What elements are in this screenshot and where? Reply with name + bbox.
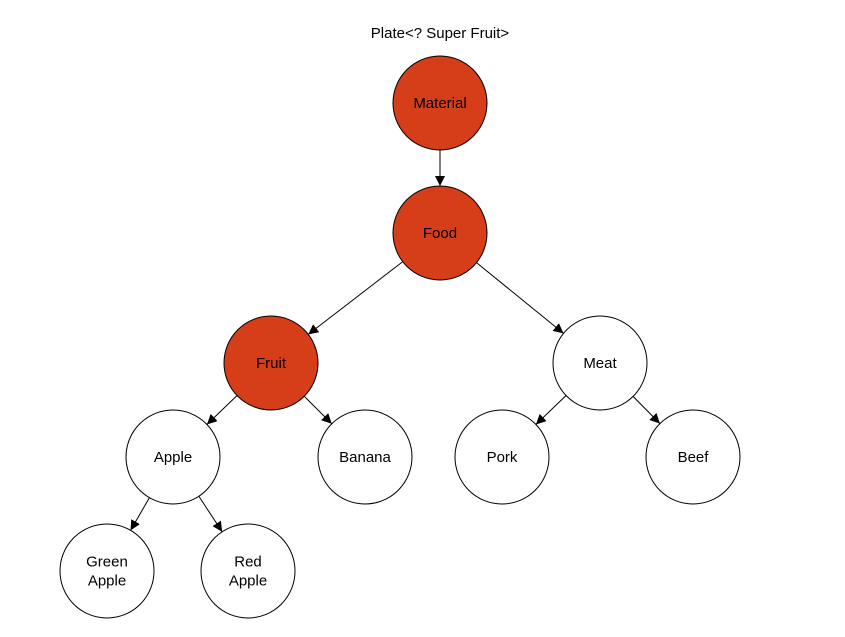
node-material: Material	[392, 55, 488, 151]
node-label-line: Fruit	[256, 355, 287, 372]
diagram-title: Plate<? Super Fruit>	[371, 25, 510, 42]
node-label-banana: Banana	[339, 449, 391, 466]
edge-food-to-fruit	[307, 261, 404, 335]
node-label-material: Material	[413, 95, 466, 112]
node-circle-red-apple	[200, 523, 296, 619]
node-circle-material	[392, 55, 488, 151]
node-label-line: Pork	[487, 449, 518, 466]
node-label-line: Banana	[339, 449, 391, 466]
node-label-line: Apple	[88, 573, 126, 590]
node-label-apple: Apple	[154, 449, 192, 466]
edge-apple-to-red-apple	[198, 495, 223, 533]
edge-meat-to-pork	[535, 395, 567, 425]
edge-apple-to-green-apple	[130, 497, 150, 531]
node-label-line: Apple	[229, 573, 267, 590]
node-label-beef: Beef	[678, 449, 710, 466]
node-circle-apple	[125, 409, 221, 505]
edge-fruit-to-banana	[303, 395, 333, 425]
edge-meat-to-beef	[632, 396, 661, 424]
node-label-pork: Pork	[487, 449, 518, 466]
node-circle-beef	[645, 409, 741, 505]
node-label-food: Food	[423, 225, 457, 242]
node-label-meat: Meat	[583, 355, 617, 372]
node-beef: Beef	[645, 409, 741, 505]
node-label-fruit: Fruit	[256, 355, 287, 372]
edges-layer	[130, 150, 661, 533]
node-label-line: Material	[413, 95, 466, 112]
node-food: Food	[392, 185, 488, 281]
node-meat: Meat	[552, 315, 648, 411]
node-circle-green-apple	[59, 523, 155, 619]
node-apple: Apple	[125, 409, 221, 505]
node-label-line: Meat	[583, 355, 617, 372]
node-circle-food	[392, 185, 488, 281]
edge-food-to-meat	[476, 262, 564, 334]
node-label-line: Apple	[154, 449, 192, 466]
node-circle-fruit	[223, 315, 319, 411]
node-label-line: Beef	[678, 449, 710, 466]
node-banana: Banana	[317, 409, 413, 505]
node-circle-banana	[317, 409, 413, 505]
node-circle-pork	[454, 409, 550, 505]
node-pork: Pork	[454, 409, 550, 505]
node-label-line: Green	[86, 554, 128, 571]
node-label-line: Red	[234, 554, 262, 571]
node-fruit: Fruit	[223, 315, 319, 411]
node-label-line: Food	[423, 225, 457, 242]
node-circle-meat	[552, 315, 648, 411]
edge-fruit-to-apple	[206, 395, 238, 425]
